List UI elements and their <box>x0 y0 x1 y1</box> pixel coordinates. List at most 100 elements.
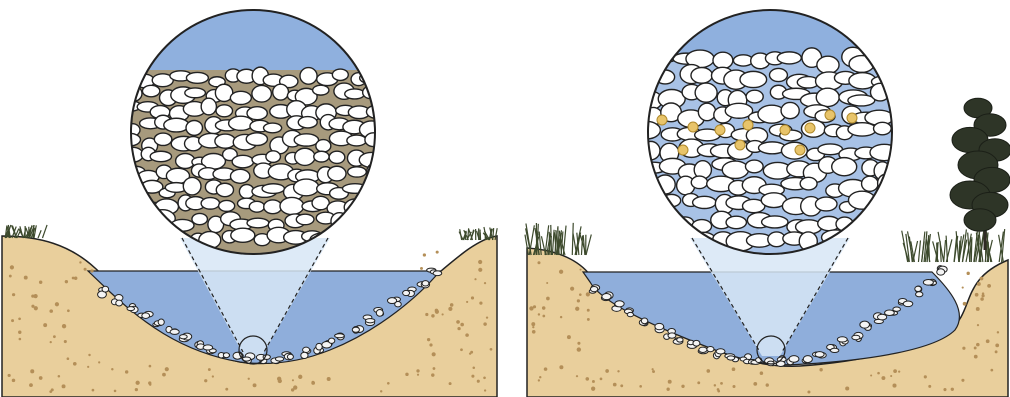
pebble <box>348 167 367 177</box>
pebble <box>331 213 348 230</box>
gravel <box>693 340 700 346</box>
pebble <box>296 214 314 225</box>
left-magnifier <box>117 8 388 260</box>
soil-grain <box>51 388 54 391</box>
pebble <box>363 179 387 196</box>
left-magnifier-pebbles <box>117 67 388 250</box>
soil-grain <box>990 369 993 372</box>
fish-egg <box>688 122 698 132</box>
soil-grain <box>465 333 469 337</box>
pebble <box>183 177 201 195</box>
soil-grain <box>697 381 700 384</box>
pebble <box>781 102 799 118</box>
gravel <box>102 286 109 292</box>
fish-egg <box>735 140 745 150</box>
grass-blade <box>38 230 41 238</box>
soil-grain <box>620 384 623 387</box>
soil-grain <box>417 374 419 376</box>
soil-grain <box>605 369 609 373</box>
gravel <box>860 321 870 328</box>
pebble <box>192 213 207 224</box>
left-panel <box>2 8 497 397</box>
soil-grain <box>460 348 463 351</box>
gravel <box>707 346 714 351</box>
pebble <box>636 181 660 193</box>
soil-grain <box>924 375 927 378</box>
soil-grain <box>760 371 764 375</box>
soil-grain <box>981 294 984 297</box>
pebble <box>252 85 272 102</box>
soil-grain <box>431 314 434 317</box>
soil-grain <box>560 316 562 318</box>
gravel <box>366 319 375 323</box>
soil-grain <box>877 372 880 375</box>
gravel <box>223 353 229 358</box>
soil-grain <box>50 341 52 343</box>
soil-grain <box>576 375 578 377</box>
pebble <box>693 196 717 208</box>
gravel <box>403 290 410 295</box>
pebble <box>124 201 142 216</box>
pebble <box>816 88 839 106</box>
soil-grain <box>980 277 984 281</box>
soil-grain <box>427 338 430 341</box>
pebble <box>746 90 763 103</box>
soil-grain <box>39 376 43 380</box>
soil-grain <box>24 276 28 280</box>
soil-grain <box>986 339 990 343</box>
pebble <box>316 140 331 152</box>
pebble <box>216 183 233 196</box>
soil-grain <box>577 347 581 351</box>
soil-grain <box>212 375 214 377</box>
pebble <box>800 177 817 190</box>
gravel <box>395 302 402 307</box>
gravel <box>727 356 735 360</box>
soil-grain <box>327 377 331 381</box>
soil-grain <box>29 383 33 387</box>
soil-grain <box>600 377 603 380</box>
soil-grain <box>987 284 991 288</box>
pebble <box>877 50 902 67</box>
right-magnifier-pebbles <box>631 47 904 251</box>
soil-grain <box>73 362 77 366</box>
soil-grain <box>62 324 66 328</box>
soil-grain <box>753 382 757 386</box>
soil-grain <box>165 367 169 371</box>
soil-grain <box>976 307 980 311</box>
soil-grain <box>538 379 540 381</box>
pebble <box>264 123 282 133</box>
fish-egg <box>715 125 725 135</box>
pebble <box>363 213 388 223</box>
gravel <box>803 356 812 363</box>
pebble <box>154 133 171 145</box>
pebble <box>769 68 787 81</box>
pebble <box>875 197 904 211</box>
grass-blade <box>572 223 573 255</box>
pebble <box>332 231 357 244</box>
pebble <box>201 98 216 115</box>
soil-grain <box>448 307 452 311</box>
soil-grain <box>87 366 89 368</box>
soil-grain <box>714 384 716 386</box>
soil-grain <box>248 378 250 380</box>
soil-grain <box>587 318 590 321</box>
pebble <box>857 218 878 234</box>
pebble <box>119 69 139 83</box>
soil-grain <box>208 368 211 371</box>
soil-grain <box>477 380 480 383</box>
tree-foliage <box>964 209 996 231</box>
pebble <box>298 117 317 128</box>
pebble <box>722 161 748 178</box>
pebble <box>346 230 367 242</box>
pebble <box>874 233 897 245</box>
gravel <box>677 338 683 342</box>
gravel <box>170 329 179 334</box>
soil-grain <box>542 315 545 318</box>
soil-grain <box>529 306 533 310</box>
fish-egg <box>743 120 753 130</box>
pebble <box>857 230 878 246</box>
soil-grain <box>225 388 228 391</box>
soil-grain <box>652 370 655 373</box>
gravel <box>815 352 824 357</box>
soil-grain <box>456 320 460 324</box>
